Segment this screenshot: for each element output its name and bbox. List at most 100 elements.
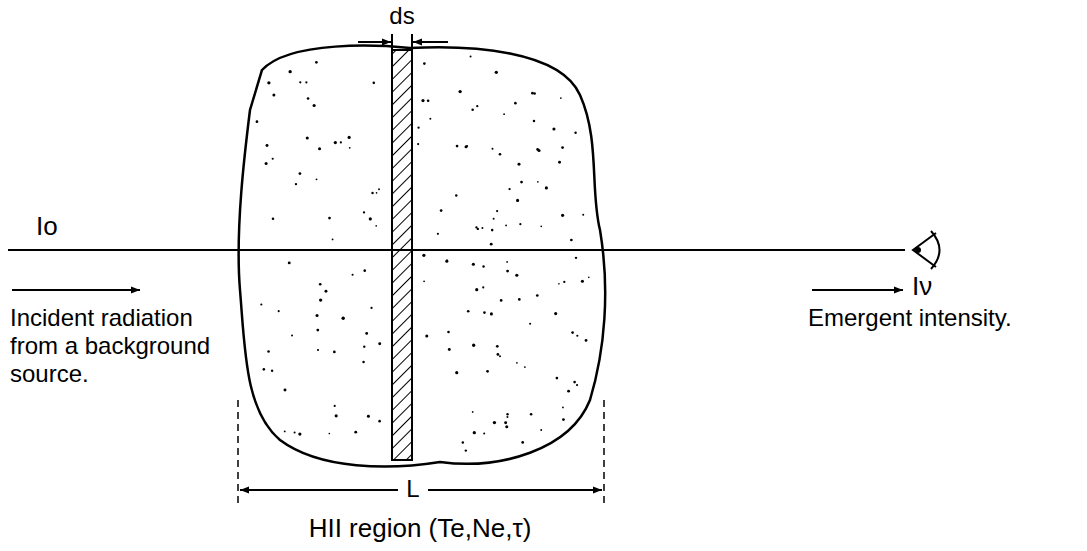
gas-dot bbox=[328, 433, 330, 435]
gas-dot bbox=[363, 211, 365, 213]
gas-dot bbox=[363, 345, 365, 347]
gas-dot bbox=[437, 233, 439, 235]
gas-dot bbox=[267, 350, 270, 353]
gas-dot bbox=[561, 146, 564, 149]
gas-dot bbox=[427, 99, 430, 102]
gas-dot bbox=[456, 145, 459, 148]
gas-dot bbox=[556, 377, 559, 380]
gas-dot bbox=[533, 92, 535, 94]
gas-dot bbox=[291, 334, 293, 336]
gas-dot bbox=[417, 127, 419, 129]
gas-dot bbox=[506, 270, 509, 273]
gas-dot bbox=[521, 441, 524, 444]
gas-dot bbox=[576, 335, 578, 337]
gas-dot bbox=[496, 210, 498, 212]
gas-dot bbox=[493, 218, 495, 220]
slab-thickness-label: ds bbox=[389, 2, 414, 30]
gas-dot bbox=[499, 153, 502, 156]
gas-dot bbox=[305, 81, 307, 83]
gas-dot bbox=[505, 425, 508, 428]
gas-dot bbox=[536, 148, 539, 151]
gas-dot bbox=[465, 145, 468, 148]
gas-dot bbox=[333, 351, 336, 354]
gas-dot bbox=[490, 312, 493, 315]
gas-dot bbox=[472, 344, 475, 347]
gas-dot bbox=[576, 384, 578, 386]
gas-dot bbox=[581, 280, 584, 283]
gas-dot bbox=[298, 432, 301, 435]
gas-dot bbox=[376, 192, 378, 194]
gas-dot bbox=[537, 181, 539, 183]
gas-dot bbox=[447, 331, 450, 334]
gas-dot bbox=[518, 298, 521, 301]
gas-dot bbox=[491, 229, 494, 232]
gas-dot bbox=[319, 298, 322, 301]
gas-dot bbox=[373, 82, 376, 85]
gas-dot bbox=[378, 342, 381, 345]
gas-dot bbox=[475, 288, 478, 291]
gas-dot bbox=[490, 243, 493, 246]
gas-dot bbox=[567, 390, 570, 393]
gas-dot bbox=[348, 136, 351, 139]
gas-dot bbox=[369, 217, 372, 220]
ds-arrow bbox=[358, 41, 391, 43]
gas-dot bbox=[267, 81, 270, 84]
gas-dot bbox=[516, 199, 519, 202]
gas-dot bbox=[471, 109, 473, 111]
gas-dot bbox=[519, 223, 521, 225]
gas-dot bbox=[476, 105, 478, 107]
gas-dot bbox=[518, 163, 521, 166]
gas-dot bbox=[529, 323, 531, 325]
gas-dot bbox=[315, 61, 318, 64]
gas-dot bbox=[317, 349, 319, 351]
gas-dot bbox=[445, 260, 448, 263]
gas-dot bbox=[465, 449, 467, 451]
gas-dot bbox=[497, 353, 500, 356]
region-caption: HII region (Te,Ne,τ) bbox=[309, 514, 532, 542]
gas-dot bbox=[467, 310, 470, 313]
incident-arrow bbox=[12, 289, 140, 291]
gas-dot bbox=[271, 370, 273, 372]
gas-dot bbox=[588, 277, 590, 279]
gas-dot bbox=[318, 147, 321, 150]
gas-dot bbox=[524, 366, 526, 368]
gas-dot bbox=[582, 214, 584, 216]
gas-dot bbox=[475, 226, 477, 228]
gas-dot bbox=[448, 348, 451, 351]
gas-dot bbox=[365, 332, 368, 335]
gas-dot bbox=[256, 120, 259, 123]
gas-dot bbox=[515, 274, 518, 277]
line-of-sight bbox=[8, 249, 905, 251]
gas-dot bbox=[266, 144, 269, 147]
gas-dot bbox=[429, 118, 431, 120]
gas-dot bbox=[472, 411, 474, 413]
gas-dot bbox=[425, 334, 428, 337]
gas-dot bbox=[536, 294, 539, 297]
gas-dot bbox=[571, 331, 574, 334]
gas-dot bbox=[486, 370, 489, 373]
gas-dot bbox=[493, 421, 496, 424]
gas-dot bbox=[263, 368, 266, 371]
gas-dot bbox=[573, 381, 576, 384]
gas-dot bbox=[495, 71, 498, 74]
gas-dot bbox=[288, 261, 291, 264]
gas-dot bbox=[265, 162, 268, 165]
gas-dot bbox=[341, 317, 344, 320]
gas-dot bbox=[363, 269, 366, 272]
gas-dot bbox=[288, 70, 291, 73]
gas-dot bbox=[340, 141, 342, 143]
gas-dot bbox=[458, 90, 461, 93]
gas-dot bbox=[570, 239, 573, 242]
gas-dot bbox=[306, 136, 309, 139]
gas-dot bbox=[440, 209, 443, 212]
gas-dot bbox=[260, 303, 262, 305]
gas-dot bbox=[332, 238, 334, 240]
gas-dot bbox=[307, 97, 310, 100]
incident-intensity-symbol: Io bbox=[36, 212, 58, 240]
dimension-line bbox=[237, 400, 239, 505]
gas-dot bbox=[496, 345, 499, 348]
gas-dot bbox=[334, 405, 336, 407]
gas-dot bbox=[375, 225, 377, 227]
emergent-note: Emergent intensity. bbox=[808, 304, 1012, 332]
